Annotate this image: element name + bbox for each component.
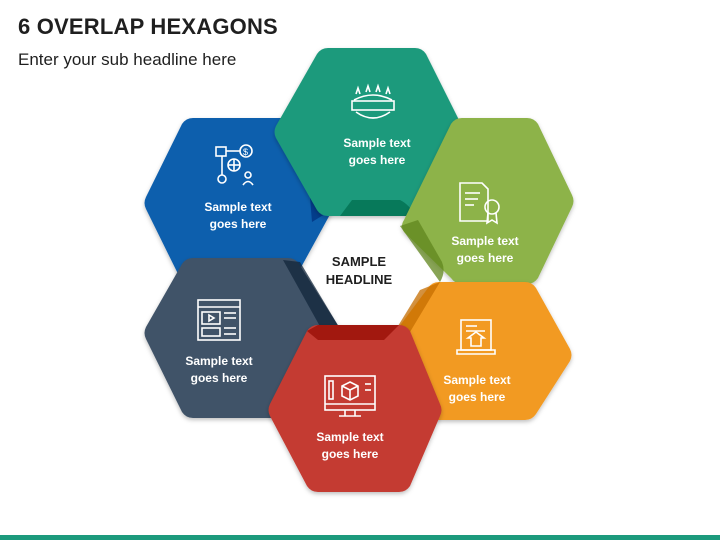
- hexagon-teal-text-line1: Sample text: [343, 136, 410, 150]
- 3d-monitor-icon: [324, 375, 376, 417]
- hexagon-blue-text-line1: Sample text: [204, 200, 271, 214]
- hexagon-green-text-line1: Sample text: [451, 234, 518, 248]
- hexagon-blue[interactable]: $ Sample text goes here: [144, 118, 335, 288]
- hexagon-orange-text-line2: goes here: [449, 390, 506, 404]
- hexagon-green-fold: [400, 220, 444, 282]
- hexagon-red[interactable]: Sample text goes here: [268, 325, 442, 492]
- hexagon-teal[interactable]: Sample text goes here: [274, 48, 464, 216]
- hexagon-red-shape: [268, 325, 442, 492]
- hexagon-teal-fold: [340, 200, 415, 216]
- hexagon-green[interactable]: Sample text goes here: [400, 118, 574, 284]
- svg-text:$: $: [243, 147, 248, 157]
- web-layout-icon: [197, 299, 241, 341]
- hexagon-blue-text-line2: goes here: [210, 217, 267, 231]
- hexagon-slate-text-line2: goes here: [191, 371, 248, 385]
- hexagon-green-text-line2: goes here: [457, 251, 514, 265]
- hexagon-blue-shape: [144, 118, 335, 288]
- hexagon-teal-shape: [274, 48, 464, 216]
- laptop-upload-icon: [456, 319, 496, 355]
- center-headline-line1: SAMPLE: [332, 254, 387, 269]
- logistics-network-icon: $: [215, 144, 254, 186]
- page-title: 6 OVERLAP HEXAGONS: [18, 14, 278, 39]
- award-badge-icon: [351, 83, 395, 119]
- hexagon-orange-text-line1: Sample text: [443, 373, 510, 387]
- center-headline-line2: HEADLINE: [326, 272, 393, 287]
- hexagon-red-fold: [307, 325, 399, 340]
- certificate-icon: [459, 182, 500, 225]
- page-subtitle: Enter your sub headline here: [18, 50, 237, 69]
- hexagon-red-text-line2: goes here: [322, 447, 379, 461]
- bottom-accent-bar: [0, 535, 720, 540]
- hexagon-slate-fold: [283, 260, 339, 330]
- hexagon-teal-text-line2: goes here: [349, 153, 406, 167]
- hexagon-red-text-line1: Sample text: [316, 430, 383, 444]
- hexagon-slate-text-line1: Sample text: [185, 354, 252, 368]
